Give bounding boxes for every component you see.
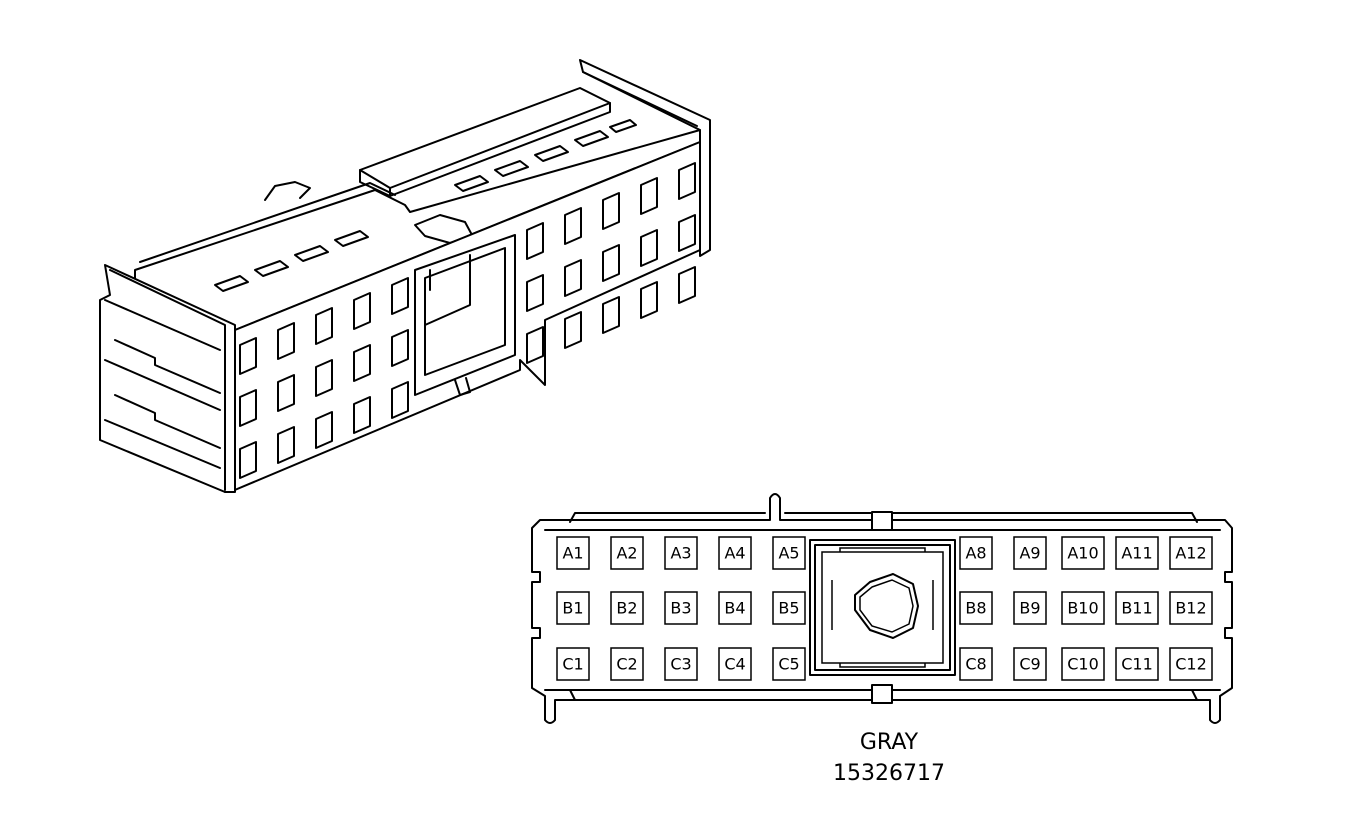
pin-cavity-b10: B10 (1061, 591, 1105, 625)
front-cavities (239, 162, 696, 479)
pin-cavity-c12: C12 (1169, 647, 1213, 681)
pin-label: B11 (1121, 599, 1152, 618)
center-window (414, 234, 516, 396)
pin-label: A12 (1175, 544, 1206, 563)
pin-cavity-c9: C9 (1013, 647, 1047, 681)
pin-label: A2 (616, 544, 637, 563)
pin-cavity-c1: C1 (556, 647, 590, 681)
pin-label: B12 (1175, 599, 1206, 618)
pin-label: C11 (1121, 655, 1153, 674)
pin-cavity-c8: C8 (959, 647, 993, 681)
pin-cavity-b5: B5 (772, 591, 806, 625)
pin-cavity-a5: A5 (772, 536, 806, 570)
pin-cavity-b1: B1 (556, 591, 590, 625)
color-label: GRAY (860, 730, 919, 755)
pin-label: C5 (778, 655, 799, 674)
pin-cavity-b4: B4 (718, 591, 752, 625)
pin-label: C2 (616, 655, 637, 674)
pin-label: A5 (778, 544, 799, 563)
connector-isometric-view (99, 59, 711, 493)
top-center-tab (871, 511, 893, 531)
pin-label: B9 (1019, 599, 1040, 618)
pin-label: A11 (1121, 544, 1152, 563)
pin-label: C8 (965, 655, 986, 674)
part-number: 15326717 (833, 761, 945, 786)
pin-label: C12 (1175, 655, 1207, 674)
pin-label: B3 (670, 599, 691, 618)
pin-label: A3 (670, 544, 691, 563)
pin-cavity-a8: A8 (959, 536, 993, 570)
left-end-cap (99, 264, 236, 493)
pin-cavity-c4: C4 (718, 647, 752, 681)
pin-label: C10 (1067, 655, 1099, 674)
pin-cavity-a1: A1 (556, 536, 590, 570)
pin-cavity-b3: B3 (664, 591, 698, 625)
pin-label: C9 (1019, 655, 1040, 674)
pin-cavity-a9: A9 (1013, 536, 1047, 570)
pin-cavity-b9: B9 (1013, 591, 1047, 625)
pin-label: B2 (616, 599, 637, 618)
pin-label: A1 (562, 544, 583, 563)
pin-cavity-a2: A2 (610, 536, 644, 570)
pin-label: B4 (724, 599, 745, 618)
pin-label: C3 (670, 655, 691, 674)
pin-cavity-c2: C2 (610, 647, 644, 681)
pin-cavity-c11: C11 (1115, 647, 1159, 681)
pin-label: B10 (1067, 599, 1098, 618)
pin-cavity-b8: B8 (959, 591, 993, 625)
pin-cavity-c5: C5 (772, 647, 806, 681)
pin-cavity-a10: A10 (1061, 536, 1105, 570)
pin-label: A8 (965, 544, 986, 563)
pin-cavity-a11: A11 (1115, 536, 1159, 570)
pin-label: B5 (778, 599, 799, 618)
pin-cavity-b2: B2 (610, 591, 644, 625)
pin-label: B8 (965, 599, 986, 618)
pin-cavity-c3: C3 (664, 647, 698, 681)
bottom-center-tab (871, 684, 893, 704)
top-slots (214, 119, 637, 292)
pin-label: C4 (724, 655, 745, 674)
pin-label: B1 (562, 599, 583, 618)
pin-cavity-c10: C10 (1061, 647, 1105, 681)
pin-cavity-b11: B11 (1115, 591, 1159, 625)
center-post (854, 573, 919, 639)
pin-cavity-a3: A3 (664, 536, 698, 570)
pin-label: C1 (562, 655, 583, 674)
pin-cavity-b12: B12 (1169, 591, 1213, 625)
pin-label: A10 (1067, 544, 1098, 563)
pin-label: A9 (1019, 544, 1040, 563)
pin-label: A4 (724, 544, 745, 563)
pin-cavity-a4: A4 (718, 536, 752, 570)
pin-cavity-a12: A12 (1169, 536, 1213, 570)
